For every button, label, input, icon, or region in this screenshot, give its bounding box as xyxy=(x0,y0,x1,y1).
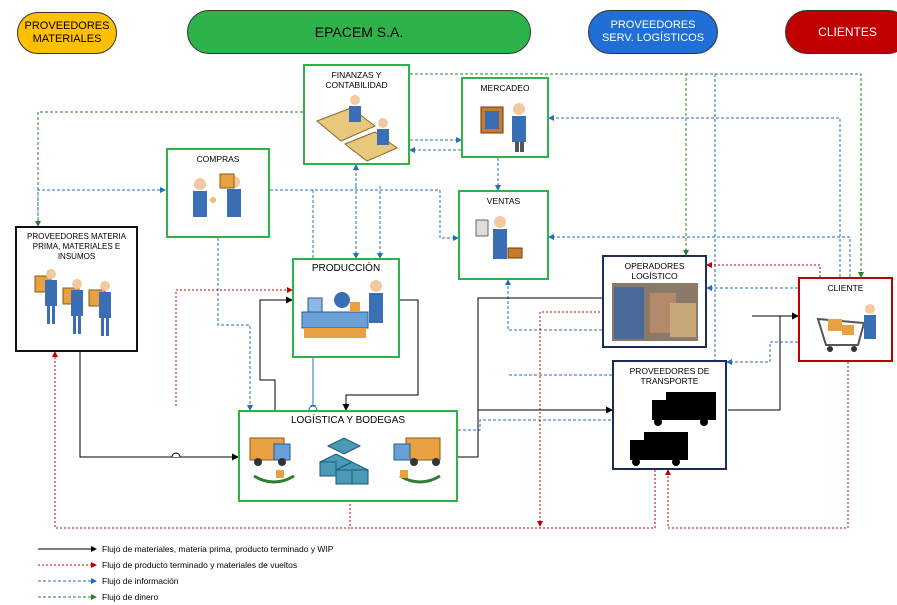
handshake-icon xyxy=(193,173,241,217)
legend-item-retorno: Flujo de producto terminado y materiales… xyxy=(38,559,297,571)
legend-line-green xyxy=(38,594,97,600)
money-flow-line xyxy=(410,73,689,256)
return-flow-line xyxy=(706,262,821,277)
material-flow-line xyxy=(342,299,419,411)
epacem-pill: EPACEM S.A. xyxy=(187,10,531,54)
node-label: CLIENTE xyxy=(827,283,864,293)
suppliers-icon xyxy=(34,269,111,336)
node-label: FINANZAS Y CONTABILIDAD xyxy=(325,70,388,90)
return-flow-line xyxy=(665,362,849,529)
node-label: VENTAS xyxy=(486,196,521,206)
return-flow-line xyxy=(350,470,656,529)
info-flow-line xyxy=(548,115,841,277)
info-flow-line xyxy=(726,341,798,365)
operators-photo xyxy=(612,283,698,341)
legend-line-blue xyxy=(38,578,97,584)
node-transporte: PROVEEDORES DE TRANSPORTE xyxy=(612,360,727,470)
presenter-icon xyxy=(480,103,526,152)
node-label: COMPRAS xyxy=(196,154,240,164)
trucks-icon xyxy=(630,392,716,466)
legend-item-materiales: Flujo de materiales, materia prima, prod… xyxy=(38,543,333,555)
legend-label: Flujo de materiales, materia prima, prod… xyxy=(102,544,334,554)
material-flow-line xyxy=(259,296,293,410)
material-flow-line xyxy=(728,316,781,411)
material-flow-line xyxy=(79,352,239,461)
node-compras: COMPRAS xyxy=(166,148,270,238)
proveedores-serv-logisticos-pill: PROVEEDORES SERV. LOGÍSTICOS xyxy=(588,10,718,54)
clientes-pill: CLIENTES xyxy=(785,10,897,54)
info-flow-line xyxy=(505,279,612,331)
info-flow-line xyxy=(458,419,612,431)
return-flow-line xyxy=(52,351,351,529)
node-finanzas: FINANZAS Y CONTABILIDAD xyxy=(303,64,410,165)
material-flow-line xyxy=(458,294,613,458)
node-mercadeo: MERCADEO xyxy=(461,77,549,158)
line-jump xyxy=(171,452,181,458)
shopping-cart-icon xyxy=(816,304,876,352)
money-flow-line xyxy=(35,111,303,227)
legend-line-red xyxy=(38,562,97,568)
node-ventas: VENTAS xyxy=(458,190,549,280)
return-flow-line xyxy=(537,311,612,527)
production-line-icon xyxy=(301,280,383,338)
node-label: PROVEEDORES MATERIA PRIMA, MATERIALES E … xyxy=(27,232,126,261)
info-flow-line xyxy=(548,234,851,277)
info-flow-line xyxy=(37,187,166,226)
node-label: PRODUCCIÓN xyxy=(311,263,381,274)
proveedores-materiales-pill: PROVEEDORES MATERIALES xyxy=(17,12,117,54)
node-label: MERCADEO xyxy=(480,83,530,93)
legend-line-black xyxy=(38,546,97,552)
node-operadores: OPERADORES LOGÍSTICO xyxy=(602,255,707,348)
node-label: OPERADORES LOGÍSTICO xyxy=(624,261,685,281)
node-logistica: LOGÍSTICA Y BODEGAS xyxy=(238,410,458,502)
legend-item-dinero: Flujo de dinero xyxy=(38,591,158,603)
node-proveedores-mp: PROVEEDORES MATERIA PRIMA, MATERIALES E … xyxy=(15,226,138,352)
legend-label: Flujo de información xyxy=(102,576,179,586)
info-flow-line xyxy=(270,189,459,241)
legend-label: Flujo de dinero xyxy=(102,592,159,602)
info-flow-line xyxy=(217,238,253,411)
return-flow-line xyxy=(175,287,293,406)
line-jump xyxy=(308,405,318,411)
node-cliente: CLIENTE xyxy=(798,277,893,362)
accountants-icon xyxy=(316,95,399,162)
node-produccion: PRODUCCIÓN xyxy=(292,258,400,358)
warehouse-icon xyxy=(249,437,441,485)
legend-item-informacion: Flujo de información xyxy=(38,575,179,587)
legend-label: Flujo de producto terminado y materiales… xyxy=(102,560,298,570)
salesman-icon xyxy=(475,216,523,259)
node-label: LOGÍSTICA Y BODEGAS xyxy=(290,415,406,426)
node-label: PROVEEDORES DE TRANSPORTE xyxy=(629,366,710,386)
